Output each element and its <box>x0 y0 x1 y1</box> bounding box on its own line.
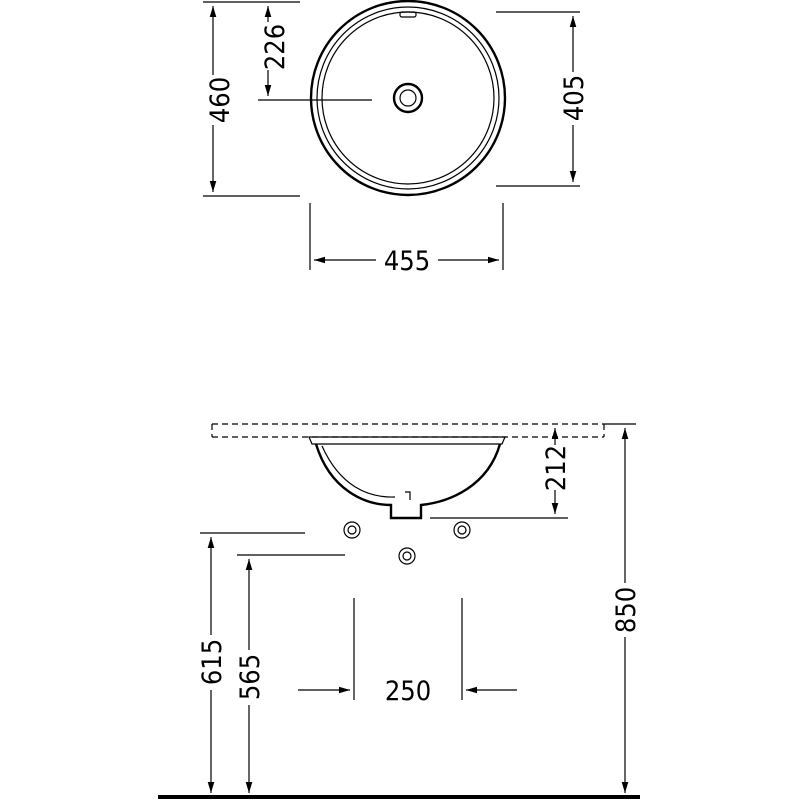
side-view: 212 850 615 565 250 <box>158 423 642 799</box>
dim-460-label: 460 <box>205 77 236 123</box>
tap-hole-right-outer <box>453 521 471 539</box>
dim-250-label: 250 <box>385 676 431 707</box>
overflow-slot <box>399 11 417 18</box>
basin-outer-rim <box>309 0 507 197</box>
basin-inner-rim <box>316 6 500 190</box>
basin-bowl-outer <box>314 443 502 520</box>
waste-hole-outer <box>398 547 416 565</box>
drain-outer <box>392 82 424 114</box>
tap-hole-right-inner <box>457 525 467 535</box>
top-view: 460 226 405 455 <box>203 0 590 277</box>
tap-hole-left-outer <box>343 521 361 539</box>
waste-hole-inner <box>402 551 412 561</box>
dim-405-label: 405 <box>559 75 590 121</box>
dim-226-label: 226 <box>260 24 291 70</box>
dim-615-label: 615 <box>197 639 228 685</box>
countertop-outline <box>211 423 605 438</box>
tap-hole-left-inner <box>347 525 357 535</box>
basin-bowl <box>321 11 495 185</box>
basin-flange <box>308 436 506 445</box>
dim-455-label: 455 <box>384 246 430 277</box>
dim-850-label: 850 <box>611 587 642 633</box>
dim-565-label: 565 <box>235 654 266 700</box>
drain-inner <box>399 89 417 107</box>
dim-212-label: 212 <box>541 445 572 491</box>
basin-bowl-inner <box>321 445 396 498</box>
